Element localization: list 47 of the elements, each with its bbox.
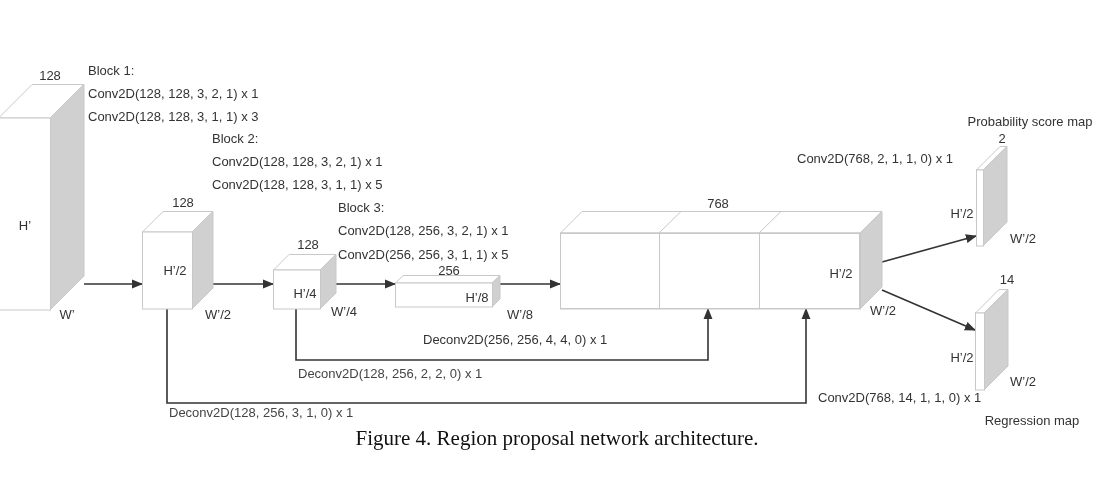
dimension-label: W’/2 [1010, 231, 1036, 246]
layer-label: Block 3: [338, 200, 385, 215]
layer-label: Conv2D(128, 128, 3, 1, 1) x 5 [212, 177, 383, 192]
dimension-label: 128 [172, 195, 194, 210]
figure-caption: Figure 4. Region proposal network architecture. [355, 426, 759, 451]
dimension-label: H’/2 [163, 263, 187, 278]
dimension-label: W’/2 [1010, 374, 1036, 389]
dimension-label: H’ [18, 218, 32, 233]
arrow [335, 279, 397, 289]
dimension-label: 14 [999, 272, 1015, 287]
dimension-label: W’/2 [205, 307, 231, 322]
dimension-label: 2 [998, 131, 1006, 146]
edge-label: Deconv2D(128, 256, 2, 2, 0) x 1 [296, 366, 485, 381]
dimension-label: 128 [297, 237, 319, 252]
layer-label: Conv2D(256, 256, 3, 1, 1) x 5 [338, 247, 509, 262]
layer-label: Conv2D(128, 128, 3, 2, 1) x 1 [88, 86, 259, 101]
feature-map-segment [659, 233, 760, 309]
layer-label: Conv2D(128, 256, 3, 2, 1) x 1 [338, 223, 509, 238]
arrow [881, 234, 978, 263]
dimension-label: W’/4 [331, 304, 357, 319]
arrow [881, 289, 977, 331]
arrow [499, 279, 562, 289]
dimension-label: Probability score map [967, 114, 1093, 129]
dimension-label: W’/2 [870, 303, 896, 318]
layer-label: Block 1: [88, 63, 135, 78]
dimension-label: W’ [59, 307, 75, 322]
dimension-label: 128 [39, 68, 61, 83]
layer-label: Block 2: [212, 131, 259, 146]
dimension-label: H’/2 [950, 350, 974, 365]
dimension-label: H’/2 [950, 206, 974, 221]
dimension-label: Regression map [984, 413, 1080, 428]
layer-label: Conv2D(128, 128, 3, 1, 1) x 3 [88, 109, 259, 124]
arrow [212, 279, 275, 289]
dimension-label: W’/8 [507, 307, 533, 322]
dimension-label: H’/4 [293, 286, 317, 301]
feature-map-segment [560, 233, 660, 309]
dimension-label: 256 [438, 263, 460, 278]
dimension-label: H’/8 [465, 290, 489, 305]
edge-label: Deconv2D(128, 256, 3, 1, 0) x 1 [167, 405, 356, 420]
layer-label: Conv2D(768, 14, 1, 1, 0) x 1 [818, 390, 982, 405]
feature-map-segment [759, 233, 860, 309]
dimension-label: 768 [707, 196, 729, 211]
arrow [83, 279, 144, 289]
layer-label: Deconv2D(256, 256, 4, 4, 0) x 1 [423, 332, 608, 347]
layer-label: Conv2D(768, 2, 1, 1, 0) x 1 [797, 151, 954, 166]
dimension-label: H’/2 [829, 266, 853, 281]
layer-label: Conv2D(128, 128, 3, 2, 1) x 1 [212, 154, 383, 169]
